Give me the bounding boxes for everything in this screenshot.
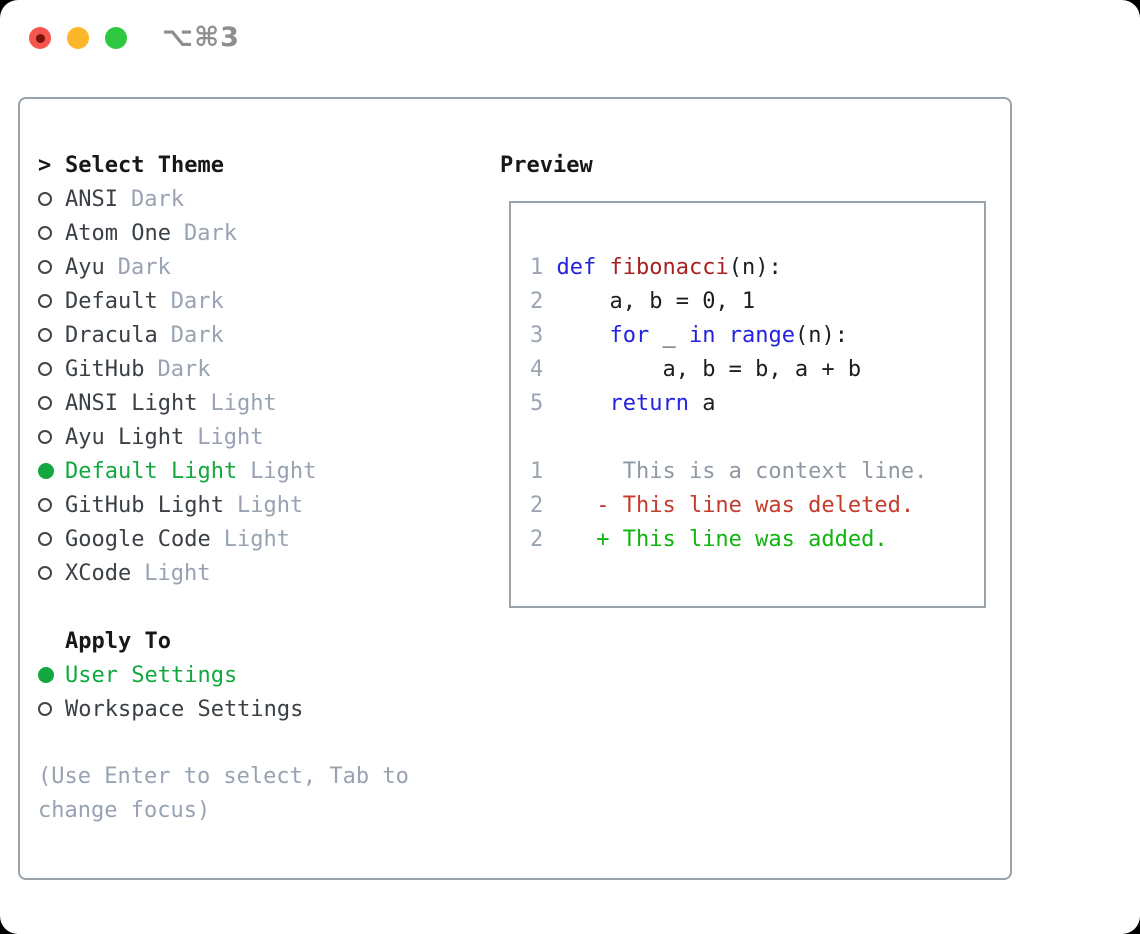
theme-option-ayu[interactable]: Ayu Dark	[38, 250, 483, 284]
theme-variant: Light	[144, 560, 211, 586]
code-snippet: 1 def fibonacci(n): 2 a, b = 0, 1 3 for _ …	[530, 251, 984, 421]
theme-name: Default	[65, 288, 158, 314]
theme-variant: Light	[210, 390, 277, 416]
theme-variant: Dark	[117, 254, 171, 280]
close-dot-icon	[35, 33, 45, 43]
radio-unselected-icon	[38, 226, 65, 240]
diff-line-added: 2 + This line was added.	[530, 527, 888, 552]
theme-name: Default Light	[65, 458, 238, 484]
theme-option-ansi-light[interactable]: ANSI Light Light	[38, 386, 483, 420]
theme-name: ANSI Light	[65, 390, 198, 416]
theme-name: Ayu	[65, 254, 105, 280]
apply-target-name: User Settings	[65, 662, 238, 688]
minimize-button[interactable]	[67, 27, 89, 49]
select-theme-title: Select Theme	[65, 152, 224, 178]
line-number: 1	[530, 255, 544, 280]
radio-unselected-icon	[38, 362, 65, 376]
radio-unselected-icon	[38, 260, 65, 274]
line-number: 5	[530, 391, 544, 416]
preview-title: Preview	[500, 152, 593, 178]
radio-selected-icon	[38, 667, 65, 683]
radio-selected-icon	[38, 463, 65, 479]
theme-variant: Dark	[170, 322, 224, 348]
line-number: 4	[530, 357, 544, 382]
apply-option-workspace-settings[interactable]: Workspace Settings	[38, 692, 483, 726]
theme-name: ANSI	[65, 186, 118, 212]
theme-name: GitHub	[65, 356, 145, 382]
select-theme-header: > Select Theme	[38, 148, 483, 182]
theme-option-ansi[interactable]: ANSI Dark	[38, 182, 483, 216]
theme-variant: Light	[236, 492, 304, 518]
line-number: 1	[530, 459, 544, 484]
line-number: 2	[530, 527, 544, 552]
radio-unselected-icon	[38, 396, 65, 410]
theme-option-dracula[interactable]: Dracula Dark	[38, 318, 483, 352]
theme-variant: Dark	[170, 288, 224, 314]
radio-unselected-icon	[38, 192, 65, 206]
window-title: ⌥⌘3	[162, 22, 240, 53]
theme-option-google-code[interactable]: Google Code Light	[38, 522, 483, 556]
theme-picker-panel	[18, 97, 1012, 880]
radio-unselected-icon	[38, 430, 65, 444]
radio-unselected-icon	[38, 566, 65, 580]
line-number: 2	[530, 289, 544, 314]
preview-box: 1 def fibonacci(n): 2 a, b = 0, 1 3 for _ …	[509, 201, 986, 608]
code-line: 5 return a	[530, 391, 716, 416]
line-number: 3	[530, 323, 544, 348]
apply-target-name: Workspace Settings	[65, 696, 304, 722]
line-number: 2	[530, 493, 544, 518]
theme-variant: Dark	[130, 186, 184, 212]
theme-name: GitHub Light	[65, 492, 224, 518]
diff-line-deleted: 2 - This line was deleted.	[530, 493, 915, 518]
apply-to-title: Apply To	[65, 628, 171, 654]
theme-variant: Light	[197, 424, 264, 450]
radio-unselected-icon	[38, 702, 65, 716]
apply-to-header: Apply To	[38, 624, 483, 658]
apply-option-user-settings[interactable]: User Settings	[38, 658, 483, 692]
code-line: 1 def fibonacci(n):	[530, 255, 782, 280]
close-button[interactable]	[29, 27, 51, 49]
theme-name: Atom One	[65, 220, 171, 246]
theme-option-github[interactable]: GitHub Dark	[38, 352, 483, 386]
code-line: 4 a, b = b, a + b	[530, 357, 862, 382]
theme-variant: Light	[250, 458, 317, 484]
theme-variant: Dark	[183, 220, 237, 246]
radio-unselected-icon	[38, 532, 65, 546]
theme-name: Ayu Light	[65, 424, 185, 450]
theme-option-atom-one[interactable]: Atom One Dark	[38, 216, 483, 250]
zoom-button[interactable]	[105, 27, 127, 49]
cursor-caret: >	[38, 152, 52, 178]
code-line: 3 for _ in range(n):	[530, 323, 848, 348]
theme-option-xcode[interactable]: XCode Light	[38, 556, 483, 590]
theme-option-default-light[interactable]: Default Light Light	[38, 454, 483, 488]
diff-line-context: 1 This is a context line.	[530, 459, 928, 484]
diff-snippet: 1 This is a context line. 2 - This line w…	[530, 455, 984, 557]
radio-unselected-icon	[38, 294, 65, 308]
theme-option-ayu-light[interactable]: Ayu Light Light	[38, 420, 483, 454]
code-line: 2 a, b = 0, 1	[530, 289, 756, 314]
theme-name: XCode	[65, 560, 132, 586]
theme-name: Dracula	[65, 322, 158, 348]
theme-option-default[interactable]: Default Dark	[38, 284, 483, 318]
radio-unselected-icon	[38, 498, 65, 512]
theme-variant: Light	[223, 526, 290, 552]
radio-unselected-icon	[38, 328, 65, 342]
hint-text: (Use Enter to select, Tab to change focu…	[38, 764, 409, 823]
spacer	[38, 590, 483, 624]
theme-name: Google Code	[65, 526, 211, 552]
spacer	[38, 726, 483, 760]
theme-option-github-light[interactable]: GitHub Light Light	[38, 488, 483, 522]
theme-variant: Dark	[157, 356, 211, 382]
